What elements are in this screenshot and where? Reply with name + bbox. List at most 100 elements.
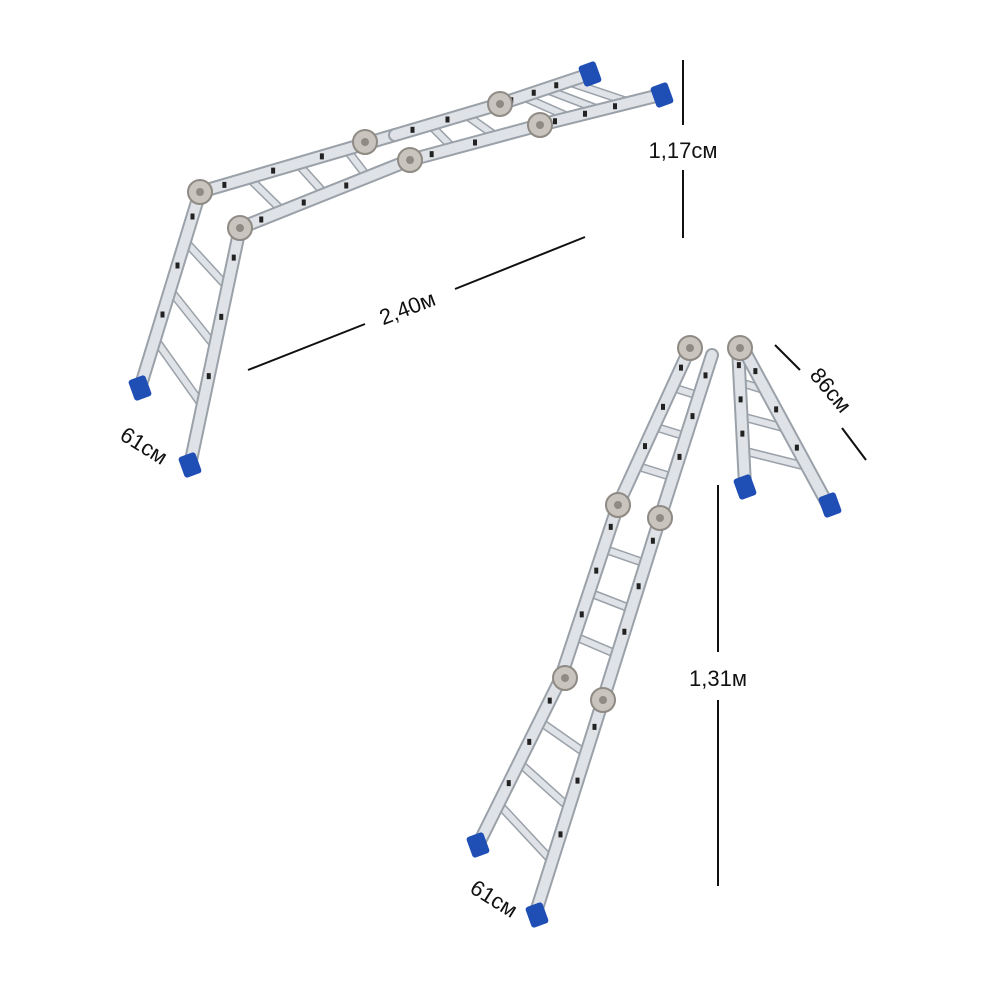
rail-hole — [592, 723, 597, 730]
hinge-bolt — [561, 674, 569, 682]
hinge-bolt — [406, 156, 414, 164]
hinge-bolt — [656, 514, 664, 522]
rail-hole — [679, 364, 683, 371]
hinge-bolt — [736, 344, 744, 352]
rail-hole — [636, 583, 641, 590]
ladder-foot — [818, 492, 842, 518]
ladder-rail — [530, 695, 608, 920]
rail-hole — [219, 313, 224, 320]
rail-hole — [527, 738, 532, 745]
rail-hole — [613, 103, 617, 110]
rail-hole — [222, 181, 227, 188]
ladder-foot — [733, 474, 757, 500]
hinge-bolt — [236, 224, 244, 232]
hinge-bolt — [196, 188, 204, 196]
label-stepladder-height: 1,31м — [689, 666, 747, 691]
rail-hole — [794, 444, 799, 451]
rail-hole — [774, 406, 779, 413]
rail-hole — [301, 199, 306, 206]
rail-hole — [738, 396, 743, 403]
ladder-foot — [128, 375, 152, 401]
ladder-rung — [536, 718, 589, 757]
rail-hole — [753, 368, 758, 375]
rail-hole — [160, 311, 165, 318]
label-stepladder-depth: 86см — [805, 363, 857, 418]
ladder-rung — [516, 759, 572, 811]
ladder-rung — [740, 447, 811, 470]
ladder-rail — [733, 343, 750, 490]
dim-line-stepladder-depth-b — [841, 427, 867, 461]
ladder-rail — [135, 187, 205, 393]
hinge-bolt — [599, 696, 607, 704]
label-platform-width: 61см — [116, 422, 172, 470]
hinge-bolt — [361, 138, 369, 146]
rail-hole — [703, 372, 708, 379]
ladder-rail — [655, 350, 717, 523]
rail-hole — [506, 780, 511, 787]
rail-hole — [622, 628, 627, 635]
hinge-bolt — [536, 121, 544, 129]
rail-hole — [579, 611, 584, 618]
label-platform-length: 2,40м — [376, 286, 439, 330]
ladder-rail — [185, 223, 245, 470]
rail-hole — [531, 89, 536, 96]
label-stepladder-width: 61см — [466, 875, 522, 923]
rail-hole — [650, 537, 655, 544]
rail-hole — [690, 413, 695, 420]
rail-hole — [740, 430, 745, 437]
ladder-rung — [182, 238, 231, 291]
dim-line-platform-length-b — [454, 236, 586, 290]
ladder-rung — [600, 545, 649, 567]
ladder-rung — [167, 287, 218, 350]
rail-hole — [445, 116, 450, 123]
hinge-bolt — [614, 501, 622, 509]
rail-hole — [271, 167, 276, 174]
rail-hole — [736, 362, 741, 369]
ladder-foot — [178, 452, 202, 478]
hinge-bolt — [496, 100, 504, 108]
ladder-rail — [740, 347, 833, 510]
rail-hole — [583, 110, 587, 117]
rail-hole — [429, 151, 434, 158]
rail-hole — [344, 182, 349, 189]
ladder-rung — [152, 336, 206, 409]
ladder-rail — [495, 69, 595, 109]
ladders — [128, 61, 842, 928]
rail-hole — [608, 523, 613, 530]
rail-hole — [259, 216, 264, 223]
rail-hole — [554, 82, 559, 89]
rail-hole — [410, 126, 415, 133]
ladder-rail — [535, 90, 665, 130]
ladder-rung — [586, 589, 635, 612]
dim-line-stepladder-depth-a — [774, 344, 801, 371]
ladder-rung — [571, 633, 621, 658]
rail-hole — [175, 262, 180, 269]
ladder-rail — [235, 155, 415, 233]
rail-hole — [231, 254, 236, 261]
ladder-foot — [578, 61, 602, 87]
rail-hole — [206, 373, 211, 380]
label-platform-height: 1,17см — [649, 138, 718, 163]
rail-hole — [473, 139, 477, 146]
rail-hole — [575, 777, 580, 784]
rail-hole — [547, 697, 552, 704]
ladder-rail — [613, 343, 695, 510]
ladder-rung — [495, 800, 555, 865]
ladder-foot — [525, 902, 549, 928]
rail-hole — [558, 831, 563, 838]
ladder-rail — [555, 500, 623, 685]
rail-hole — [643, 443, 647, 450]
ladder-foot — [650, 82, 674, 108]
hinge-bolt — [686, 344, 694, 352]
rail-hole — [190, 213, 195, 220]
rail-hole — [553, 118, 557, 125]
rail-hole — [661, 403, 665, 410]
ladder-rail — [473, 675, 565, 850]
ladder-foot — [466, 832, 490, 858]
rail-hole — [677, 453, 682, 460]
dim-line-platform-length-a — [247, 323, 366, 371]
rail-hole — [319, 153, 324, 160]
ladder-rail — [598, 513, 665, 705]
